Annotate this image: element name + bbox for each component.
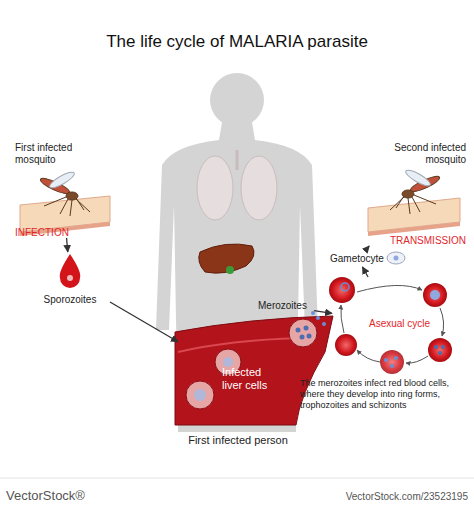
asexual-cycle: Asexual cycle — [332, 277, 456, 370]
cycle-note: The merozoites infect red blood cells, w… — [300, 378, 470, 410]
skin-panel-right — [368, 198, 460, 236]
liver-cells-band: Infected liver cells — [178, 326, 288, 422]
node-text: Sporozoites — [44, 294, 97, 306]
mosquito-right — [390, 168, 441, 214]
node-text: TRANSMISSION — [376, 235, 466, 247]
watermark: VectorStock.com/23523195 — [300, 491, 468, 503]
mosquito-panel: First infected mosquitoINFECTION — [15, 142, 110, 238]
node-text: INFECTION — [15, 227, 69, 239]
diagram-title: The life cycle of MALARIA parasite — [0, 32, 474, 52]
node-text: Second infected mosquito — [376, 142, 466, 165]
liver — [199, 244, 254, 274]
node-text: Asexual cycle — [369, 318, 419, 330]
node-text: Merozoites — [258, 300, 307, 312]
flow-arrow — [365, 246, 369, 251]
blood-drop — [60, 254, 81, 288]
footer-rule — [0, 478, 474, 479]
node-text: First infected mosquito — [15, 142, 110, 165]
mosquito-panel: Second infected mosquitoTRANSMISSION — [362, 142, 466, 246]
flow-arrow — [67, 238, 68, 252]
mosquito-left — [39, 170, 90, 216]
flow-arrow — [362, 267, 368, 277]
watermark: VectorStock® — [6, 488, 126, 504]
red-blood-cells — [329, 252, 452, 374]
merozoite-label: Merozoites — [258, 298, 314, 314]
node-text: Infected liver cells — [222, 366, 284, 391]
footer-strip — [0, 478, 474, 511]
gametocyte-label: Gametocyte — [330, 251, 386, 267]
flow-arrow — [314, 311, 332, 314]
node-text: Gametocyte — [330, 253, 384, 265]
flow-arrow — [110, 302, 178, 342]
person-caption: First infected person — [168, 434, 308, 447]
sporozoite-drop: Sporozoites — [30, 252, 110, 305]
